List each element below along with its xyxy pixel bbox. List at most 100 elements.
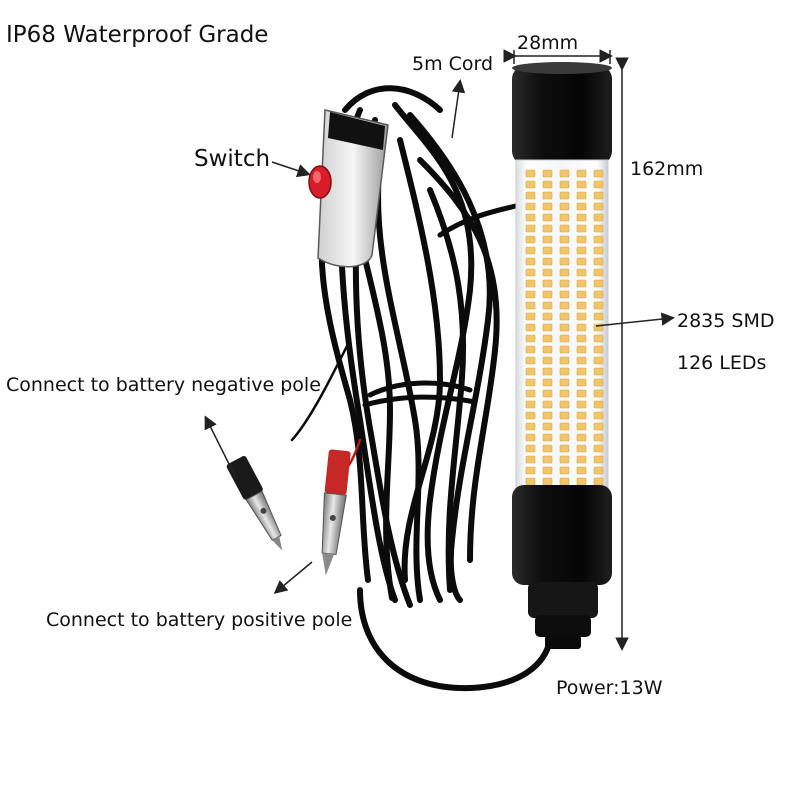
led-chip: [593, 224, 604, 233]
led-chip: [525, 169, 536, 178]
led-chip: [542, 213, 553, 222]
led-chip: [559, 279, 570, 288]
led-chip: [593, 257, 604, 266]
title: IP68 Waterproof Grade: [6, 22, 269, 48]
led-chip: [559, 312, 570, 321]
led-chip: [525, 477, 536, 486]
led-chip: [593, 202, 604, 211]
led-chip: [559, 290, 570, 299]
led-chip: [593, 378, 604, 387]
led-chip: [559, 444, 570, 453]
led-chip: [576, 378, 587, 387]
led-chip: [593, 235, 604, 244]
coiled-cable: [290, 85, 553, 692]
led-chip: [525, 180, 536, 189]
cord-label: 5m Cord: [412, 53, 494, 75]
led-chip: [542, 356, 553, 365]
led-chip: [593, 422, 604, 431]
led-strips: [525, 169, 604, 486]
led-chip: [525, 455, 536, 464]
dimension-arrows: [204, 49, 675, 651]
led-chip: [559, 323, 570, 332]
positive-pole-label: Connect to battery positive pole: [46, 609, 353, 631]
led-chip: [525, 279, 536, 288]
led-chip: [576, 257, 587, 266]
led-chip: [593, 411, 604, 420]
led-chip: [576, 301, 587, 310]
led-chip: [576, 356, 587, 365]
smd-label: 2835 SMD: [677, 310, 775, 332]
led-chip: [576, 246, 587, 255]
led-chip: [542, 323, 553, 332]
led-chip: [593, 444, 604, 453]
led-chip: [525, 400, 536, 409]
led-chip: [542, 389, 553, 398]
switch-label: Switch: [194, 146, 271, 172]
led-chip: [576, 444, 587, 453]
led-chip: [593, 180, 604, 189]
led-chip: [576, 422, 587, 431]
led-chip: [559, 169, 570, 178]
led-chip: [593, 477, 604, 486]
led-chip: [542, 202, 553, 211]
led-chip: [576, 180, 587, 189]
led-chip: [593, 301, 604, 310]
led-chip: [542, 169, 553, 178]
power-label: Power:13W: [556, 677, 663, 699]
led-chip: [559, 191, 570, 200]
led-chip: [525, 466, 536, 475]
led-chip: [593, 213, 604, 222]
led-chip: [559, 202, 570, 211]
led-chip: [576, 466, 587, 475]
led-chip: [576, 268, 587, 277]
led-chip: [559, 422, 570, 431]
led-chip: [576, 202, 587, 211]
led-chip: [542, 246, 553, 255]
led-chip: [542, 378, 553, 387]
led-chip: [559, 301, 570, 310]
led-chip: [576, 334, 587, 343]
led-chip: [525, 268, 536, 277]
led-chip: [559, 389, 570, 398]
led-chip: [593, 169, 604, 178]
led-chip: [576, 389, 587, 398]
led-chip: [576, 235, 587, 244]
led-chip: [525, 235, 536, 244]
led-chip: [525, 411, 536, 420]
led-chip: [525, 202, 536, 211]
led-chip: [576, 169, 587, 178]
led-chip: [525, 323, 536, 332]
led-chip: [542, 268, 553, 277]
led-chip: [542, 455, 553, 464]
led-chip: [559, 268, 570, 277]
led-chip: [576, 312, 587, 321]
led-chip: [576, 290, 587, 299]
led-chip: [525, 246, 536, 255]
led-chip: [559, 257, 570, 266]
led-chip: [559, 246, 570, 255]
led-chip: [576, 345, 587, 354]
led-chip: [542, 334, 553, 343]
led-chip: [593, 345, 604, 354]
led-chip: [542, 422, 553, 431]
led-chip: [542, 279, 553, 288]
led-chip: [559, 213, 570, 222]
inline-switch-icon: [308, 109, 389, 268]
led-chip: [542, 235, 553, 244]
led-chip: [542, 224, 553, 233]
led-chip: [542, 444, 553, 453]
led-chip: [559, 334, 570, 343]
led-chip: [593, 367, 604, 376]
led-chip: [559, 378, 570, 387]
led-chip: [593, 455, 604, 464]
led-chip: [593, 400, 604, 409]
led-chip: [593, 246, 604, 255]
led-chip: [525, 290, 536, 299]
led-chip: [542, 312, 553, 321]
led-chip: [559, 411, 570, 420]
led-chip: [525, 191, 536, 200]
led-chip: [525, 356, 536, 365]
led-chip: [525, 312, 536, 321]
led-chip: [525, 257, 536, 266]
